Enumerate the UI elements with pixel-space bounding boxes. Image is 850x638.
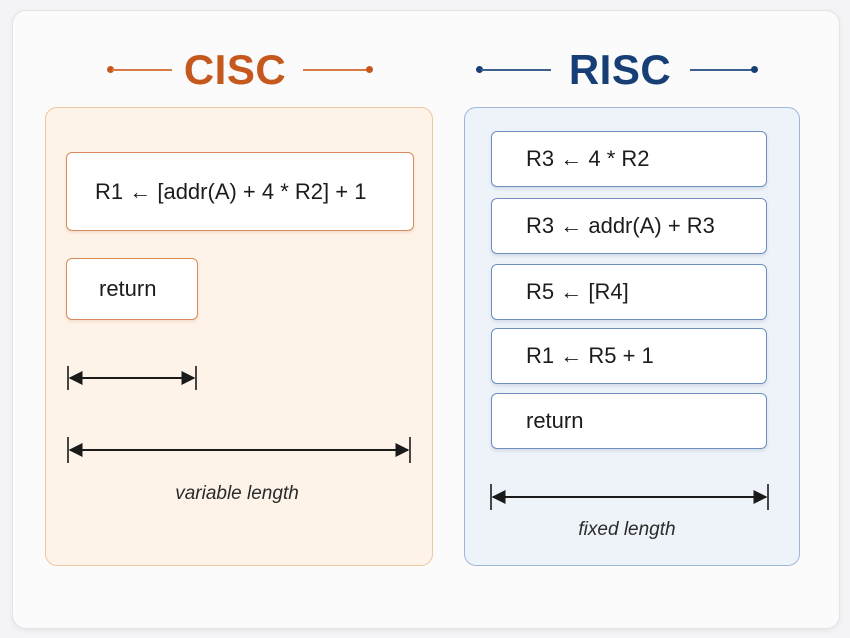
cisc-instruction-1: R1 ← [addr(A) + 4 * R2] + 1 <box>66 152 414 231</box>
cisc-instruction-2: return <box>66 258 198 320</box>
risc-title-left-dot <box>476 66 483 73</box>
risc-instruction-5: return <box>491 393 767 449</box>
risc-title-left-line <box>481 69 551 71</box>
cisc-title: CISC <box>183 46 287 93</box>
risc-title-right-dot <box>751 66 758 73</box>
risc-instruction-2: R3 ← addr(A) + R3 <box>491 198 767 254</box>
risc-instruction-1-text: R3 ← 4 * R2 <box>526 146 650 171</box>
risc-title-right-line <box>690 69 752 71</box>
cisc-long-length-arrow <box>67 437 411 463</box>
risc-instruction-4: R1 ← R5 + 1 <box>491 328 767 384</box>
risc-instruction-4-text: R1 ← R5 + 1 <box>526 343 654 368</box>
cisc-title-left-line <box>112 69 172 71</box>
risc-title: RISC <box>568 46 672 93</box>
risc-instruction-2-text: R3 ← addr(A) + R3 <box>526 213 715 238</box>
risc-instruction-5-text: return <box>526 408 584 433</box>
risc-instruction-3: R5 ← [R4] <box>491 264 767 320</box>
cisc-title-right-dot <box>366 66 373 73</box>
risc-caption: fixed length <box>578 519 676 540</box>
risc-instruction-1: R3 ← 4 * R2 <box>491 131 767 187</box>
cisc-title-right-line <box>303 69 368 71</box>
cisc-title-left-dot <box>107 66 114 73</box>
cisc-instruction-1-text: R1 ← [addr(A) + 4 * R2] + 1 <box>95 178 367 204</box>
cisc-short-length-arrow <box>67 366 197 390</box>
cisc-caption: variable length <box>175 483 299 504</box>
risc-instruction-3-text: R5 ← [R4] <box>526 279 629 304</box>
cisc-instruction-2-text: return <box>99 276 157 301</box>
risc-length-arrow <box>490 484 769 510</box>
